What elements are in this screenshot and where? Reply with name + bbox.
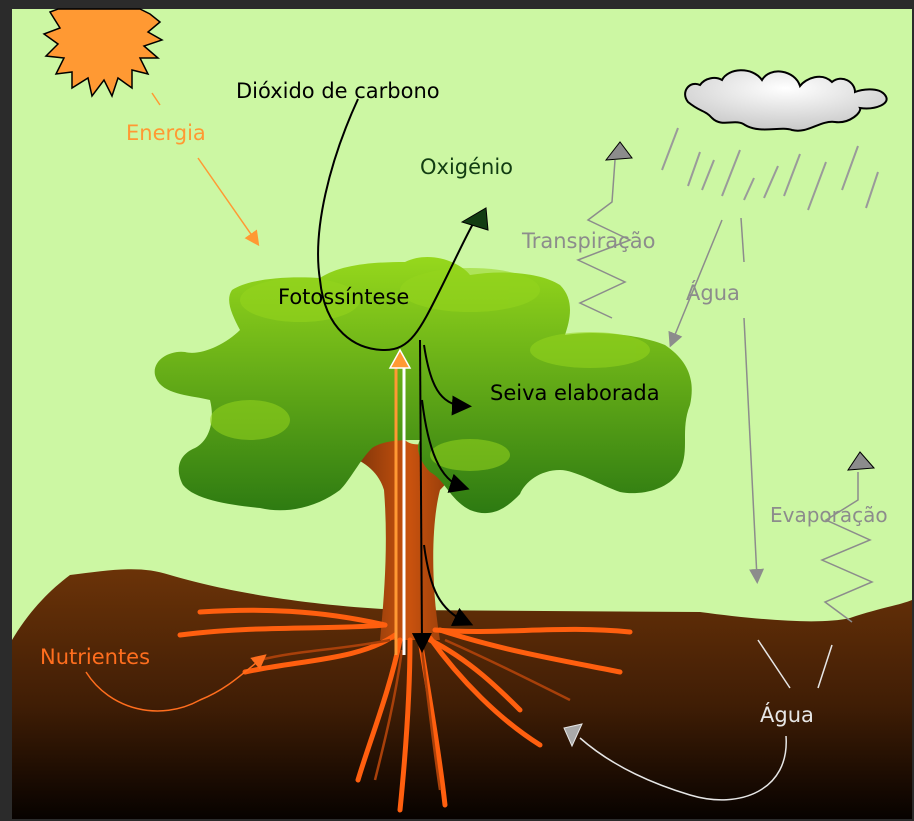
co2-label: Dióxido de carbono	[236, 79, 440, 103]
sap-label: Seiva elaborada	[490, 381, 660, 405]
photosynthesis-label: Fotossíntese	[278, 285, 409, 309]
oxygen-label: Oxigénio	[420, 155, 513, 179]
evaporation-label: Evaporação	[770, 503, 888, 527]
water-rain-label: Água	[686, 280, 740, 305]
nutrients-label: Nutrientes	[40, 645, 150, 669]
energy-label: Energia	[126, 121, 206, 145]
water-soil-label: Água	[760, 702, 814, 727]
transpiration-label: Transpiração	[521, 229, 655, 253]
